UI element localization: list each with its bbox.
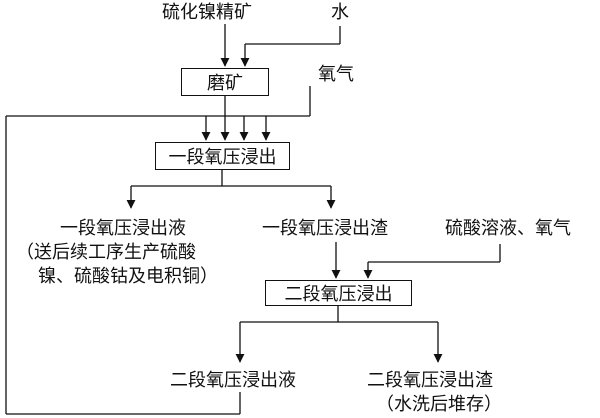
water-label: 水	[331, 2, 349, 23]
stage1-liquor-note-line2: 镍、硫酸钴及电积铜）	[38, 266, 218, 287]
stage1-leach-box: 一段氧压浸出	[155, 142, 290, 170]
stage2-residue-label: 二段氧压浸出渣	[367, 370, 493, 391]
stage1-residue-label: 一段氧压浸出渣	[262, 218, 388, 239]
stage2-leach-box: 二段氧压浸出	[265, 280, 412, 306]
acid-oxygen-label: 硫酸溶液、氧气	[445, 218, 571, 239]
oxygen-label: 氧气	[318, 64, 354, 85]
stage2-liquor-label: 二段氧压浸出液	[170, 370, 296, 391]
concentrate-label: 硫化镍精矿	[162, 2, 252, 23]
stage1-liquor-note-line1: （送后续工序生产硫酸	[16, 242, 196, 263]
grinding-box: 磨矿	[181, 68, 269, 96]
stage1-liquor-label: 一段氧压浸出液	[60, 218, 186, 239]
stage2-residue-note: （水洗后堆存）	[376, 394, 502, 415]
